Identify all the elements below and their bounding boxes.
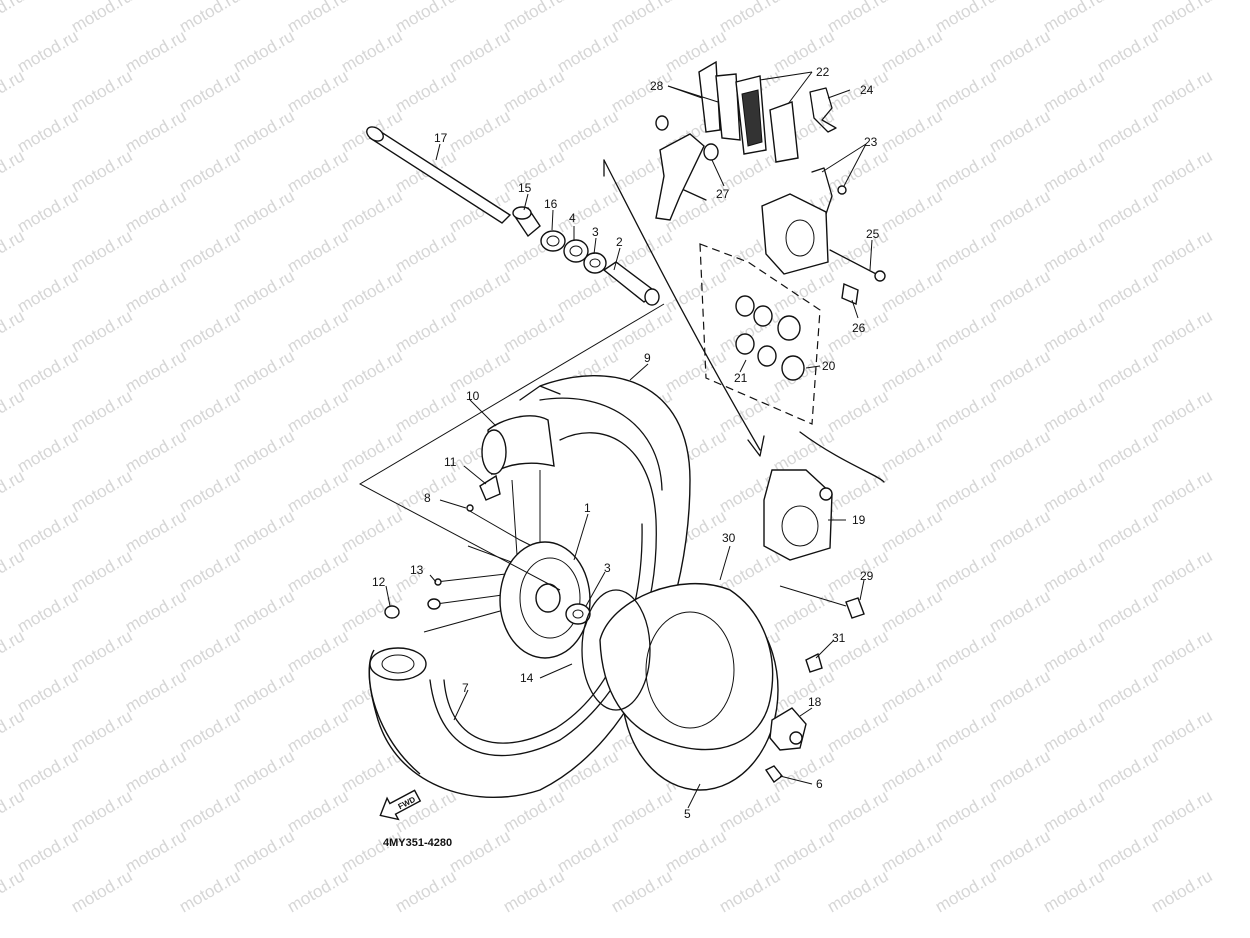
rim-band-11 [479, 474, 501, 501]
caliper-body [761, 193, 829, 275]
callout-15: 15 [518, 181, 532, 195]
callout-11: 11 [444, 455, 457, 469]
callout-9: 9 [644, 351, 651, 365]
brake-pad-plates-28 [698, 60, 741, 141]
callout-25: 25 [866, 227, 880, 241]
callout-14: 14 [520, 671, 534, 685]
leader-lines [385, 71, 873, 809]
callout-29: 29 [860, 569, 874, 583]
bleed-screw-26 [841, 282, 859, 306]
callout-17: 17 [434, 131, 448, 145]
group-outline [358, 303, 665, 591]
pad-spring-24 [809, 87, 837, 133]
bolt-31 [805, 652, 823, 673]
callout-16: 16 [544, 197, 558, 211]
callout-22: 22 [816, 65, 830, 79]
caliper-bracket [655, 133, 707, 221]
callout-3: 3 [604, 561, 611, 575]
brake-pads-22 [735, 75, 799, 163]
caliper-assembly-19 [763, 469, 833, 561]
callout-6: 6 [816, 777, 823, 791]
oil-seal-16 [540, 230, 566, 252]
fwd-arrow-icon: FWD [379, 789, 422, 821]
inner-tube-10 [481, 415, 555, 476]
callout-18: 18 [808, 695, 822, 709]
callout-19: 19 [852, 513, 866, 527]
callout-12: 12 [372, 575, 386, 589]
callout-3: 3 [592, 225, 599, 239]
callout-13: 13 [410, 563, 424, 577]
callout-1: 1 [584, 501, 591, 515]
bearing-3-lower [565, 603, 591, 625]
seal-kit-20 [699, 243, 821, 425]
speedometer-gear-18 [769, 707, 807, 751]
callout-27: 27 [716, 187, 730, 201]
callout-24: 24 [860, 83, 874, 97]
callout-28: 28 [650, 79, 664, 93]
bearing-3-upper [583, 252, 607, 274]
assembly-guide-lines [603, 159, 885, 483]
bearing-4 [563, 239, 589, 263]
front-axle [366, 126, 512, 224]
bolt-29 [779, 585, 865, 619]
spacer-2 [602, 261, 660, 306]
callout-20: 20 [822, 359, 836, 373]
callout-10: 10 [466, 389, 480, 403]
callout-8: 8 [424, 491, 431, 505]
hub-spacer-15 [512, 206, 541, 238]
callout-7: 7 [462, 681, 469, 695]
hub-1 [499, 541, 591, 659]
bolt-25 [829, 249, 886, 282]
callout-5: 5 [684, 807, 691, 821]
callout-31: 31 [832, 631, 846, 645]
tyre-section-lower [368, 647, 427, 775]
callout-2: 2 [616, 235, 623, 249]
callout-21: 21 [734, 371, 748, 385]
drawing-code: 4MY351-4280 [383, 837, 452, 849]
callout-labels: 1234567891011121314151617181920212223242… [372, 65, 880, 821]
disc-cover-30 [581, 582, 774, 751]
pin-23 [811, 167, 847, 215]
callout-23: 23 [864, 135, 878, 149]
disc-bolt-6 [764, 765, 783, 784]
callout-30: 30 [722, 531, 736, 545]
callout-26: 26 [852, 321, 866, 335]
bushing-27 [655, 115, 719, 161]
callout-4: 4 [569, 211, 576, 225]
